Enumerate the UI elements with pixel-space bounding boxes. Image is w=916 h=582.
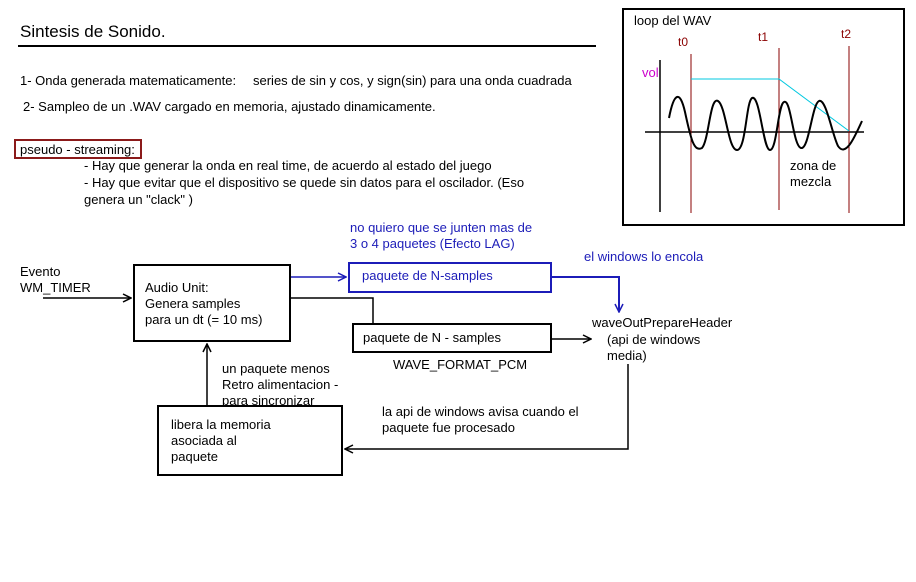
feedback-label-3: para sincronizar (222, 393, 315, 408)
streaming-note-1: - Hay que generar la onda en real time, … (84, 158, 492, 173)
wave-out-prepare-header-label: waveOutPrepareHeader (592, 315, 733, 330)
api-label-3: media) (607, 348, 647, 363)
packet-black-box (352, 323, 552, 353)
pseudo-streaming-tag: pseudo - streaming: (14, 139, 142, 159)
pcm-format-label: WAVE_FORMAT_PCM (393, 357, 528, 372)
lag-note-1: no quiero que se junten mas de (350, 220, 533, 235)
packet-black-label: paquete de N - samples (363, 330, 502, 345)
marker-t1-label: t1 (758, 30, 769, 44)
free-memory-line-3: paquete (171, 449, 218, 464)
packet-blue-label: paquete de N-samples (362, 268, 493, 283)
streaming-notes: - Hay que generar la onda en real time, … (84, 157, 524, 208)
free-memory-box (157, 405, 343, 476)
feedback-label-2: Retro alimentacion - (222, 377, 339, 392)
notify-label-2: paquete fue procesado (382, 420, 515, 435)
lag-note-2: 3 o 4 paquetes (Efecto LAG) (350, 236, 515, 251)
streaming-note-2: - Hay que evitar que el dispositivo se q… (84, 175, 525, 190)
windows-queue-label: el windows lo encola (584, 249, 704, 264)
notify-label-1: la api de windows avisa cuando el (382, 404, 579, 419)
volume-envelope (691, 78, 850, 132)
feedback-label-1: un paquete menos (222, 361, 330, 376)
event-label-2: WM_TIMER (20, 280, 91, 295)
event-label-1: Evento (20, 264, 61, 279)
audio-unit-line-3: para un dt (= 10 ms) (145, 312, 263, 327)
free-memory-line-1: libera la memoria (171, 417, 271, 432)
packet-blue-box (348, 262, 552, 293)
title-underline (18, 45, 596, 47)
processed-notify-arrow (345, 364, 629, 449)
marker-t2-label: t2 (841, 27, 852, 41)
audio-unit-line-2: Genera samples (145, 296, 241, 311)
intro-item-2: 2- Sampleo de un .WAV cargado en memoria… (23, 99, 436, 114)
pseudo-streaming-label: pseudo - streaming: (20, 142, 135, 157)
streaming-note-3: genera un "clack" ) (84, 192, 193, 207)
intro-item-1-lead: 1- Onda generada matematicamente: (20, 73, 237, 88)
mix-zone-label-2: mezcla (790, 174, 832, 189)
audio-unit-line-1: Audio Unit: (145, 280, 209, 295)
page-title: Sintesis de Sonido. (20, 22, 166, 41)
marker-t0-label: t0 (678, 35, 689, 49)
queue-arrow (552, 276, 619, 312)
api-label-2: (api de windows (607, 332, 701, 347)
audio-unit-box (133, 264, 291, 342)
intro-item-1-detail: series de sin y cos, y sign(sin) para un… (253, 73, 572, 88)
volume-label: vol (642, 65, 659, 80)
free-memory-line-2: asociada al (171, 433, 237, 448)
mix-zone-label-1: zona de (790, 158, 837, 173)
wav-waveform (668, 96, 863, 152)
wav-panel-title: loop del WAV (634, 13, 712, 28)
black-packet-connector (291, 297, 374, 323)
